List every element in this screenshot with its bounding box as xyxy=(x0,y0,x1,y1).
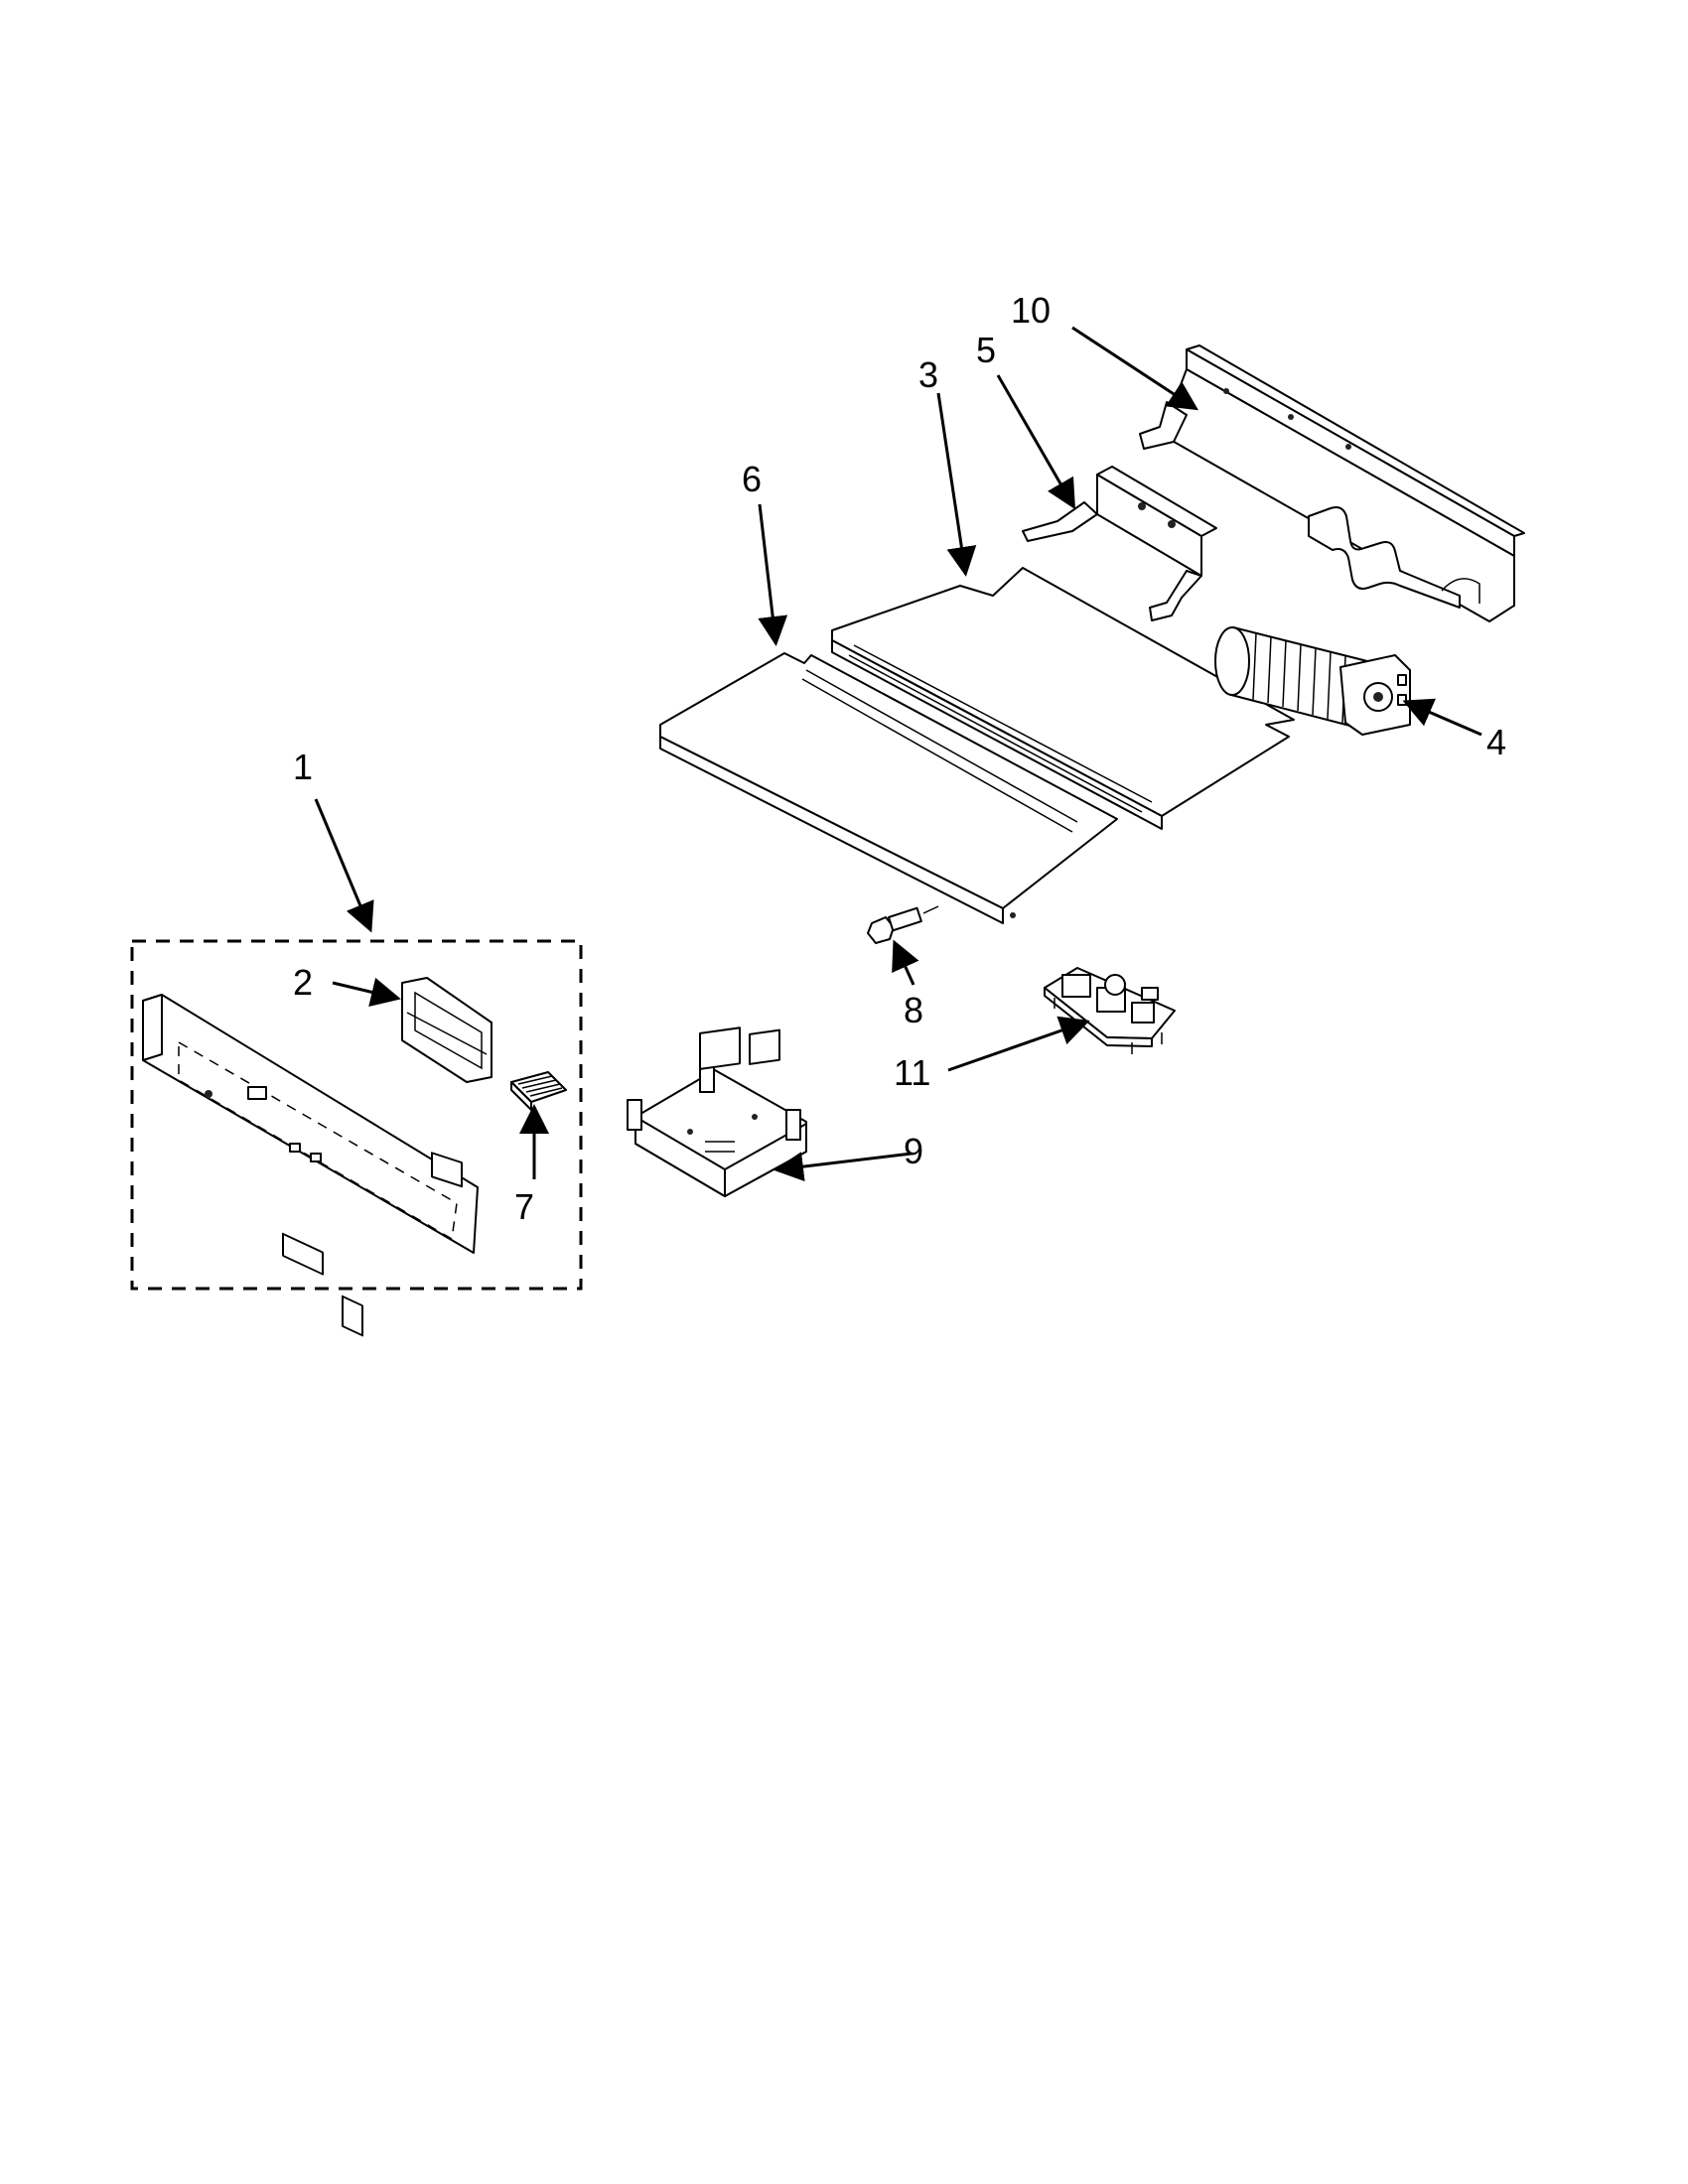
part-4-blower-fan xyxy=(1214,626,1411,736)
part-11-circuit-board xyxy=(1044,967,1176,1054)
leader-9 xyxy=(774,1152,913,1182)
leader-8 xyxy=(892,939,919,986)
leader-lines xyxy=(314,326,1482,1182)
callout-labels: 1 2 3 4 5 6 7 8 9 10 11 xyxy=(293,290,1506,1227)
part-9-control-housing xyxy=(627,1026,807,1197)
part-8-screw xyxy=(867,905,939,944)
callout-10: 10 xyxy=(1011,290,1051,331)
leader-6 xyxy=(758,503,788,646)
callout-2: 2 xyxy=(293,962,313,1003)
leader-2 xyxy=(332,977,401,1008)
callout-4: 4 xyxy=(1486,722,1506,762)
leader-10 xyxy=(1071,326,1199,411)
part-10-rear-bracket xyxy=(1139,344,1525,622)
part-2-display-bracket xyxy=(401,977,492,1188)
callout-6: 6 xyxy=(742,459,762,499)
callout-3: 3 xyxy=(918,354,938,395)
part-5-mount-bracket xyxy=(1022,466,1217,621)
callout-9: 9 xyxy=(904,1131,923,1171)
leader-3 xyxy=(936,392,977,577)
leader-5 xyxy=(996,374,1075,510)
part-6-lower-panel xyxy=(659,652,1118,924)
callout-1: 1 xyxy=(293,747,313,787)
part-7-keypad xyxy=(510,1071,567,1111)
callout-7: 7 xyxy=(514,1186,534,1227)
callout-8: 8 xyxy=(904,990,923,1030)
callout-11: 11 xyxy=(894,1052,930,1093)
part-1-assembly-boundary xyxy=(130,939,583,1291)
leader-11 xyxy=(947,1016,1090,1072)
callout-5: 5 xyxy=(976,330,996,370)
control-panel-front xyxy=(142,994,479,1337)
leader-4 xyxy=(1402,698,1482,737)
leader-1 xyxy=(314,798,374,933)
part-3-upper-panel xyxy=(831,567,1295,830)
